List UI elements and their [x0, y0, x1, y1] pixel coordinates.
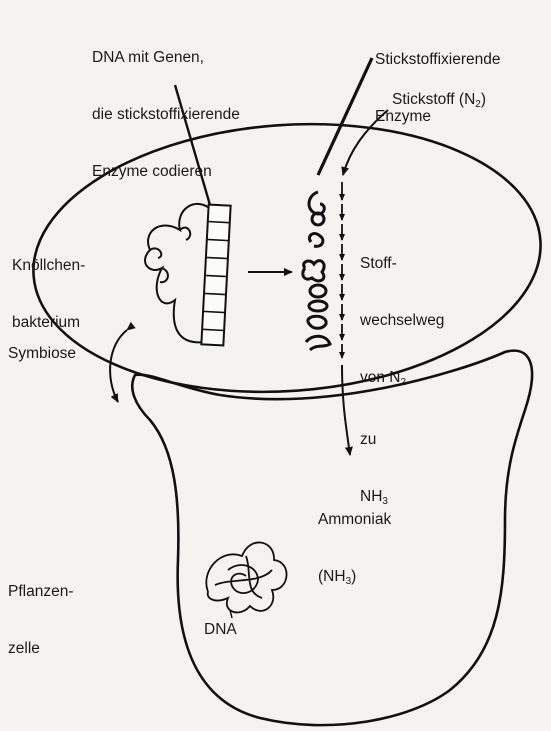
- ammonia-arrow: [342, 365, 350, 455]
- plant-cell-line-2: zelle: [8, 639, 73, 658]
- enzyme-shapes: [303, 192, 330, 350]
- dna-genes-line-3: Enzyme codieren: [92, 162, 240, 181]
- symbiosis-label: Symbiose: [8, 344, 76, 363]
- enzyme-pointer-line: [318, 58, 372, 175]
- dna-genes-label: DNA mit Genen, die stickstoffixierende E…: [92, 10, 240, 200]
- ammonia-line-2: (NH3): [318, 567, 391, 591]
- ammonia-label: Ammoniak (NH3): [318, 472, 391, 610]
- dna-genes-line-1: DNA mit Genen,: [92, 48, 240, 67]
- bacterium-line-1: Knöllchen-: [12, 256, 85, 275]
- nitrogen-close: ): [481, 91, 486, 108]
- bacterium-label: Knöllchen- bakterium: [12, 218, 85, 351]
- pathway-line-3: von N2: [360, 368, 444, 392]
- enzymes-line-1: Stickstoffixierende: [375, 50, 501, 69]
- bacterium-line-2: bakterium: [12, 313, 85, 332]
- plant-dna-label: DNA: [204, 620, 237, 639]
- pathway-line-3-sub: 2: [401, 377, 407, 388]
- pathway-line-1: Stoff-: [360, 254, 444, 273]
- dna-genes-line-2: die stickstoffixierende: [92, 105, 240, 124]
- gene-segment: [201, 205, 230, 346]
- enzymes-label: Stickstoffixierende Enzyme: [375, 12, 501, 145]
- ammonia-line-1: Ammoniak: [318, 510, 391, 529]
- pathway-line-3-text: von N: [360, 369, 401, 386]
- ammonia-line-2-close: ): [351, 568, 356, 585]
- pathway-line-2: wechselweg: [360, 311, 444, 330]
- plant-cell-line-1: Pflanzen-: [8, 582, 73, 601]
- pathway-line-4: zu: [360, 430, 444, 449]
- plant-cell-label: Pflanzen- zelle: [8, 544, 73, 677]
- ammonia-line-2-text: (NH: [318, 568, 346, 585]
- plant-dna: [206, 542, 286, 612]
- nitrogen-text: Stickstoff (N: [392, 91, 475, 108]
- nitrogen-label: Stickstoff (N2): [392, 90, 486, 114]
